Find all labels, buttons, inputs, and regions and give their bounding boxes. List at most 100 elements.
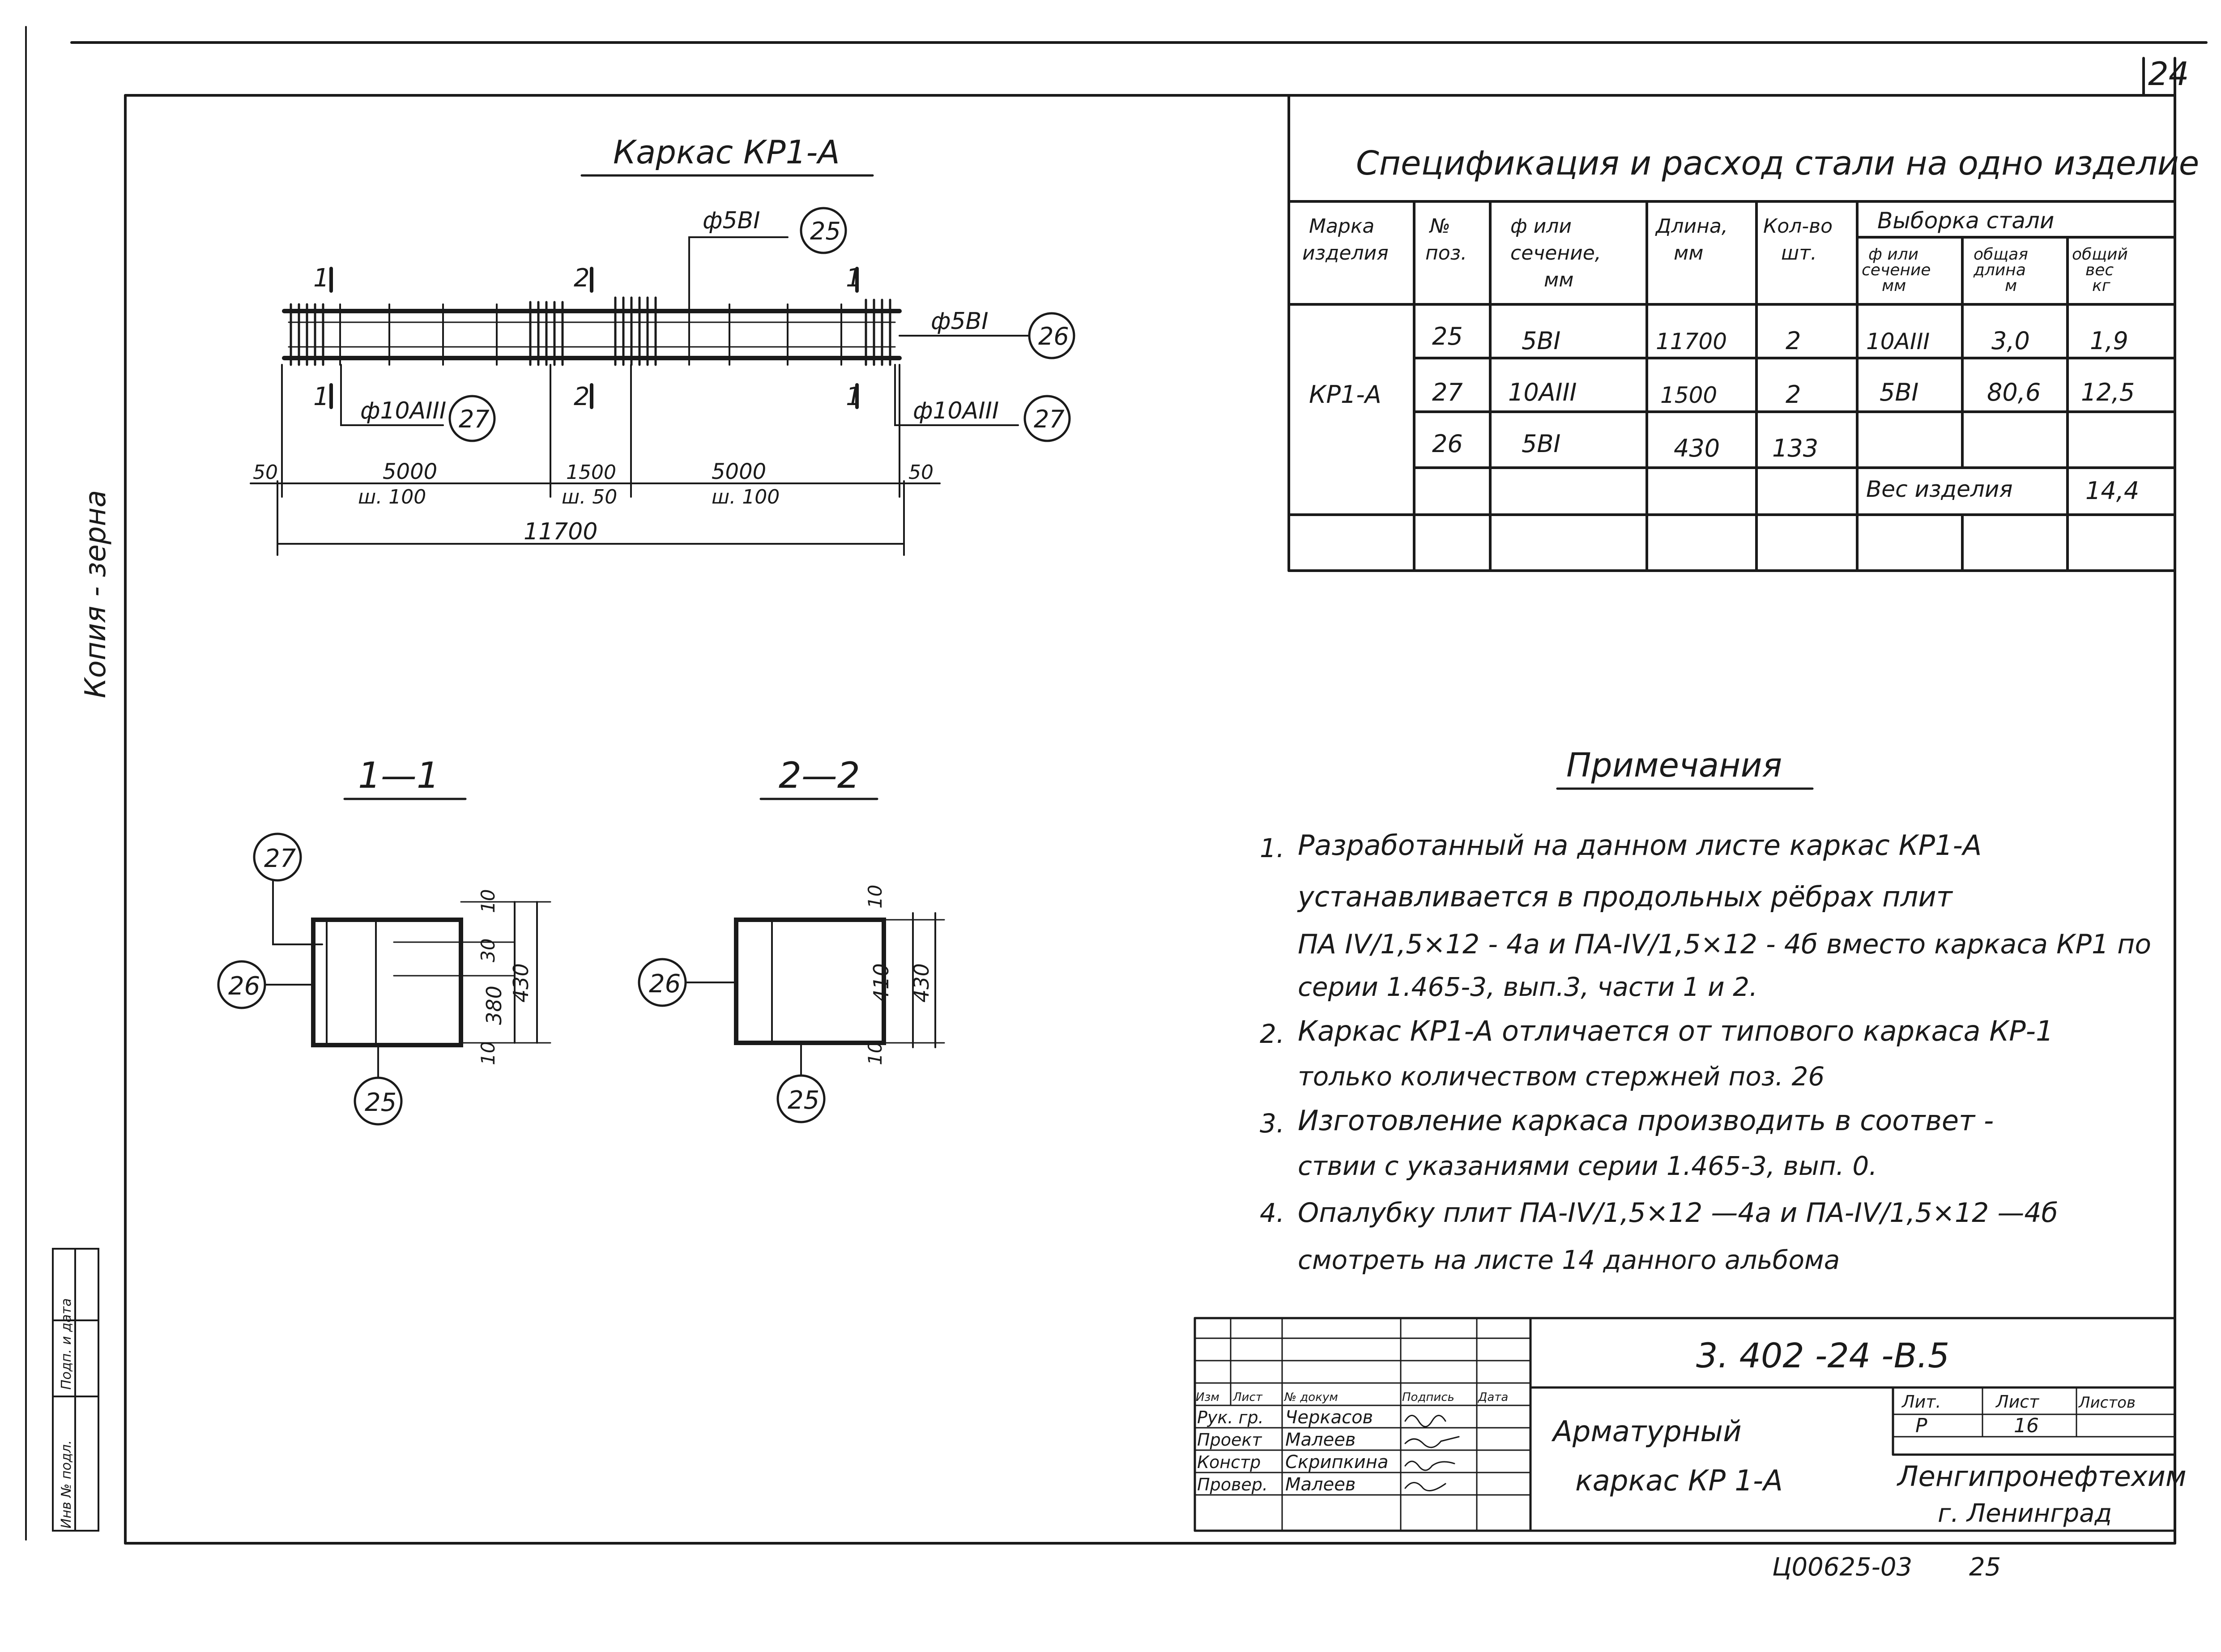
- dim-step-50: ш. 50: [562, 486, 617, 508]
- tb-org-line-2: г. Ленинград: [1938, 1499, 2112, 1528]
- spec-r2-qty: 2: [1786, 380, 1801, 409]
- note-1-line-4: серии 1.465-3, вып.3, части 1 и 2.: [1298, 972, 1758, 1002]
- tb-h-doc: № докум: [1283, 1391, 1338, 1404]
- spec-r2-sel-section: 5ВI: [1880, 378, 1918, 406]
- spec-r1-section: 5ВI: [1522, 327, 1560, 355]
- tb-h-list: Лист: [1232, 1391, 1263, 1404]
- note-1-num: 1.: [1260, 833, 1284, 863]
- spec-rows: КР1-А 25 5ВI 11700 2 10АIII 3,0 1,9 27 1…: [1309, 322, 2139, 505]
- section-mark-2-top: 2: [574, 264, 590, 293]
- tb-role-2: Проект: [1197, 1430, 1262, 1450]
- spec-r2-length: 1500: [1660, 382, 1717, 408]
- spec-mark: КР1-А: [1309, 380, 1381, 409]
- callout-25-label: ф5ВI: [703, 207, 760, 234]
- callout-27b-pos: 27: [1034, 405, 1065, 433]
- spec-r2-sel-length: 80,6: [1987, 378, 2041, 406]
- section-mark-1-top: 1: [313, 264, 329, 293]
- dim-5000-left: 5000: [383, 459, 437, 484]
- callout-27a-pos: 27: [459, 405, 490, 433]
- title-block-grid: [1194, 1317, 2176, 1532]
- note-3-line-1: Изготовление каркаса производить в соотв…: [1298, 1104, 1994, 1137]
- side-note: Копия - зерна: [79, 490, 112, 698]
- section-2-title: 2—2: [779, 755, 860, 796]
- tb-name-line-1: Арматурный: [1551, 1415, 1742, 1448]
- title-block-text: 3. 402 -24 -В.5 Изм Лист № докум Подпись…: [1196, 1336, 2187, 1528]
- dim-11700: 11700: [524, 518, 597, 545]
- tb-name-3: Скрипкина: [1285, 1452, 1388, 1473]
- section-1-pos-26: 26: [228, 972, 260, 1001]
- section-2-dim-410: 410: [869, 963, 893, 1003]
- section-1-dim-430: 430: [509, 963, 533, 1003]
- note-4-num: 4.: [1260, 1198, 1284, 1228]
- spec-r3-pos: 26: [1432, 430, 1463, 458]
- note-1-line-2: устанавливается в продольных рёбрах плит: [1297, 880, 1953, 913]
- tb-role-4: Провер.: [1197, 1475, 1268, 1494]
- spec-r2-sel-weight: 12,5: [2081, 378, 2135, 406]
- tb-role-1: Рук. гр.: [1197, 1408, 1264, 1427]
- tb-name-line-2: каркас КР 1-А: [1575, 1464, 1783, 1498]
- dim-50-right: 50: [908, 461, 934, 484]
- spec-r1-sel-weight: 1,9: [2090, 327, 2128, 355]
- spec-r1-sel-section: 10АIII: [1866, 329, 1930, 354]
- callout-27b-label: ф10АIII: [913, 397, 999, 424]
- dim-50-left: 50: [253, 461, 278, 484]
- spec-r3-length: 430: [1674, 434, 1720, 462]
- spec-table-grid: [1287, 94, 2176, 572]
- dim-5000-right: 5000: [712, 459, 766, 484]
- note-3-num: 3.: [1260, 1108, 1284, 1139]
- callout-27a-label: ф10АIII: [360, 397, 446, 424]
- section-mark-2-bottom: 2: [574, 382, 590, 411]
- note-3-line-2: ствии с указаниями серии 1.465-3, вып. 0…: [1298, 1151, 1877, 1181]
- tb-role-3: Констр: [1197, 1452, 1261, 1472]
- spec-h-selection: Выборка стали: [1877, 208, 2054, 234]
- tb-name-4: Малеев: [1285, 1474, 1356, 1495]
- section-2-pos-26: 26: [649, 969, 681, 999]
- section-2-dim-430: 430: [909, 963, 934, 1003]
- notes-title: Примечания: [1566, 746, 1782, 785]
- section-2-2: 2—2 26 25 10 410 430 10: [638, 755, 945, 1123]
- tb-stage-label: Лит.: [1901, 1392, 1941, 1412]
- section-mark-1b-bottom: 1: [846, 382, 862, 411]
- section-1-pos-25: 25: [365, 1088, 396, 1117]
- spec-title: Спецификация и расход стали на одно изде…: [1356, 144, 2199, 183]
- section-1-dim-10-top: 10: [477, 889, 499, 913]
- note-1-line-1: Разработанный на данном листе каркас КР1…: [1298, 829, 1982, 862]
- section-1-dim-30: 30: [477, 939, 499, 962]
- tb-h-date: Дата: [1478, 1391, 1508, 1404]
- tb-sheet: 16: [2014, 1414, 2039, 1437]
- spec-h-length: Длина,мм: [1655, 215, 1728, 265]
- notes: Примечания 1. Разработанный на данном ли…: [1260, 746, 2151, 1275]
- section-2-pos-25: 25: [788, 1086, 819, 1115]
- callout-25-pos: 25: [810, 217, 841, 245]
- section-1-dim-380: 380: [482, 986, 506, 1025]
- note-2-line-2: только количеством стержней поз. 26: [1298, 1061, 1825, 1092]
- dim-step-100-right: ш. 100: [712, 486, 780, 508]
- tb-org-line-1: Ленгипронефтехим: [1897, 1460, 2187, 1493]
- note-4-line-2: смотреть на листе 14 данного альбома: [1298, 1245, 1840, 1275]
- stamp-sign-label: Подп. и дата: [59, 1298, 74, 1390]
- section-1-title: 1—1: [358, 755, 439, 796]
- tb-sheets-label: Листов: [2078, 1394, 2136, 1412]
- callout-26-pos: 26: [1038, 322, 1069, 350]
- stamp-inv-label: Инв № подл.: [59, 1440, 74, 1528]
- tb-stage: Р: [1915, 1414, 1927, 1437]
- spec-total-label: Вес изделия: [1866, 476, 2012, 502]
- tb-h-izm: Изм: [1196, 1391, 1219, 1404]
- section-mark-1-bottom: 1: [313, 382, 329, 411]
- note-2-num: 2.: [1260, 1019, 1284, 1049]
- spec-r1-pos: 25: [1432, 322, 1463, 350]
- tb-sheet-label: Лист: [1995, 1392, 2040, 1412]
- section-2-dim-10-top: 10: [864, 885, 886, 909]
- spec-r3-section: 5ВI: [1522, 430, 1560, 458]
- spec-r2-pos: 27: [1432, 378, 1463, 406]
- dim-step-100-left: ш. 100: [358, 486, 426, 508]
- note-4-line-1: Опалубку плит ПА-IV/1,5×12 —4а и ПА-IV/1…: [1298, 1197, 2058, 1229]
